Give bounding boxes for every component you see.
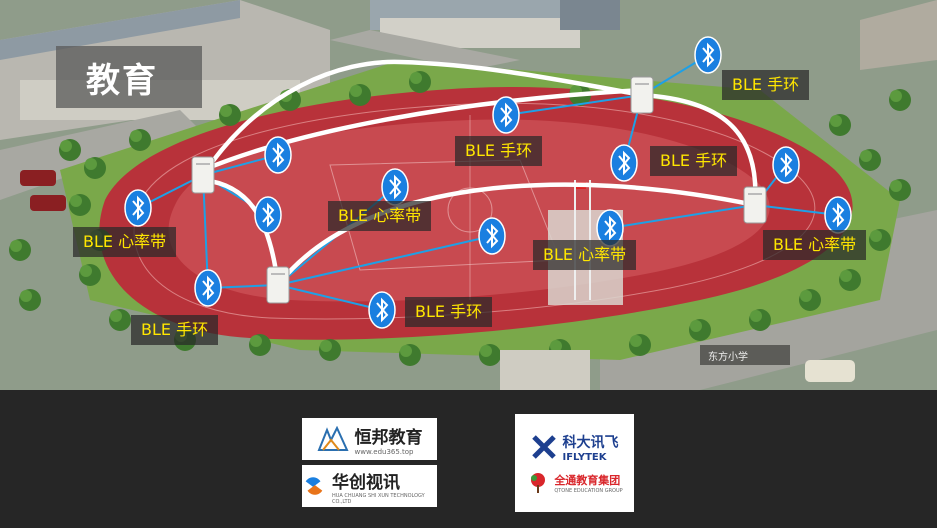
iflytek-quantong-logos: 科大讯飞 IFLYTEK 全通教育集团 QTONE EDUCATION GROU…	[515, 414, 634, 512]
iflytek-mark-icon	[531, 435, 556, 459]
hengbang-mark-icon	[317, 426, 349, 451]
hengbang-url: www.edu365.top	[354, 447, 414, 456]
hengbang-logo: 恒邦教育 www.edu365.top	[302, 418, 437, 460]
label-band-bottom-left: BLE 手环	[131, 315, 219, 345]
quantong-sub: QTONE EDUCATION GROUP	[554, 487, 623, 494]
page-title: 教育	[56, 46, 202, 108]
huachuang-logo: 华创视讯 HUA CHUANG SHI XUN TECHNOLOGY CO.,L…	[302, 465, 437, 507]
huachuang-mark-icon	[305, 477, 323, 495]
partner-logos-bar: 恒邦教育 www.edu365.top 华创视讯 HUA CHUANG SHI …	[0, 390, 937, 528]
hengbang-name: 恒邦教育	[354, 427, 423, 448]
iflytek-logo: 科大讯飞 IFLYTEK	[531, 432, 619, 463]
label-heart-strap-center: BLE 心率带	[328, 201, 432, 231]
huachuang-sub: HUA CHUANG SHI XUN TECHNOLOGY CO.,LTD	[332, 492, 425, 505]
label-band-bottom-center: BLE 手环	[405, 297, 493, 327]
quantong-tree-icon	[531, 472, 546, 493]
quantong-name: 全通教育集团	[554, 473, 621, 487]
campus-illustration: 东方小学	[0, 0, 937, 390]
label-heart-strap-right: BLE 心率带	[763, 230, 867, 260]
label-band-right: BLE 手环	[650, 146, 738, 176]
label-heart-strap-center-right: BLE 心率带	[533, 240, 637, 270]
label-heart-strap-left: BLE 心率带	[73, 227, 177, 257]
iflytek-name: 科大讯飞	[562, 434, 619, 451]
label-band-center-top: BLE 手环	[455, 136, 543, 166]
gate-sign: 东方小学	[708, 350, 748, 363]
huachuang-name: 华创视讯	[332, 472, 400, 493]
iflytek-sub: IFLYTEK	[562, 451, 607, 463]
campus-scene: 东方小学	[0, 0, 937, 390]
quantong-logo: 全通教育集团 QTONE EDUCATION GROUP	[526, 471, 623, 495]
label-band-top-right: BLE 手环	[722, 70, 810, 100]
